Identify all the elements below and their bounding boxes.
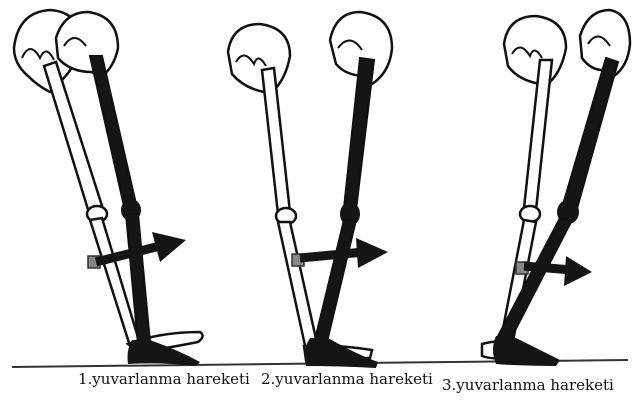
phase-3-caption: 3.yuvarlanma hareketi [442,376,614,394]
shank-dark [314,220,356,346]
shank-light [278,222,318,350]
phase-2-caption: 2.yuvarlanma hareketi [261,370,433,388]
foot-dark [493,336,560,366]
force-arrow [300,252,364,258]
thigh-light [262,68,290,214]
thigh-light [524,60,552,210]
thigh-dark [90,56,136,206]
force-arrow [524,266,572,270]
phase-1-figure [14,10,203,366]
thigh-light [44,62,104,216]
phase-1-caption: 1.yuvarlanma hareketi [78,370,250,388]
phase-3-figure [482,10,630,366]
phase-2-figure [228,12,392,368]
thigh-dark [562,58,618,212]
thigh-dark [344,58,374,210]
